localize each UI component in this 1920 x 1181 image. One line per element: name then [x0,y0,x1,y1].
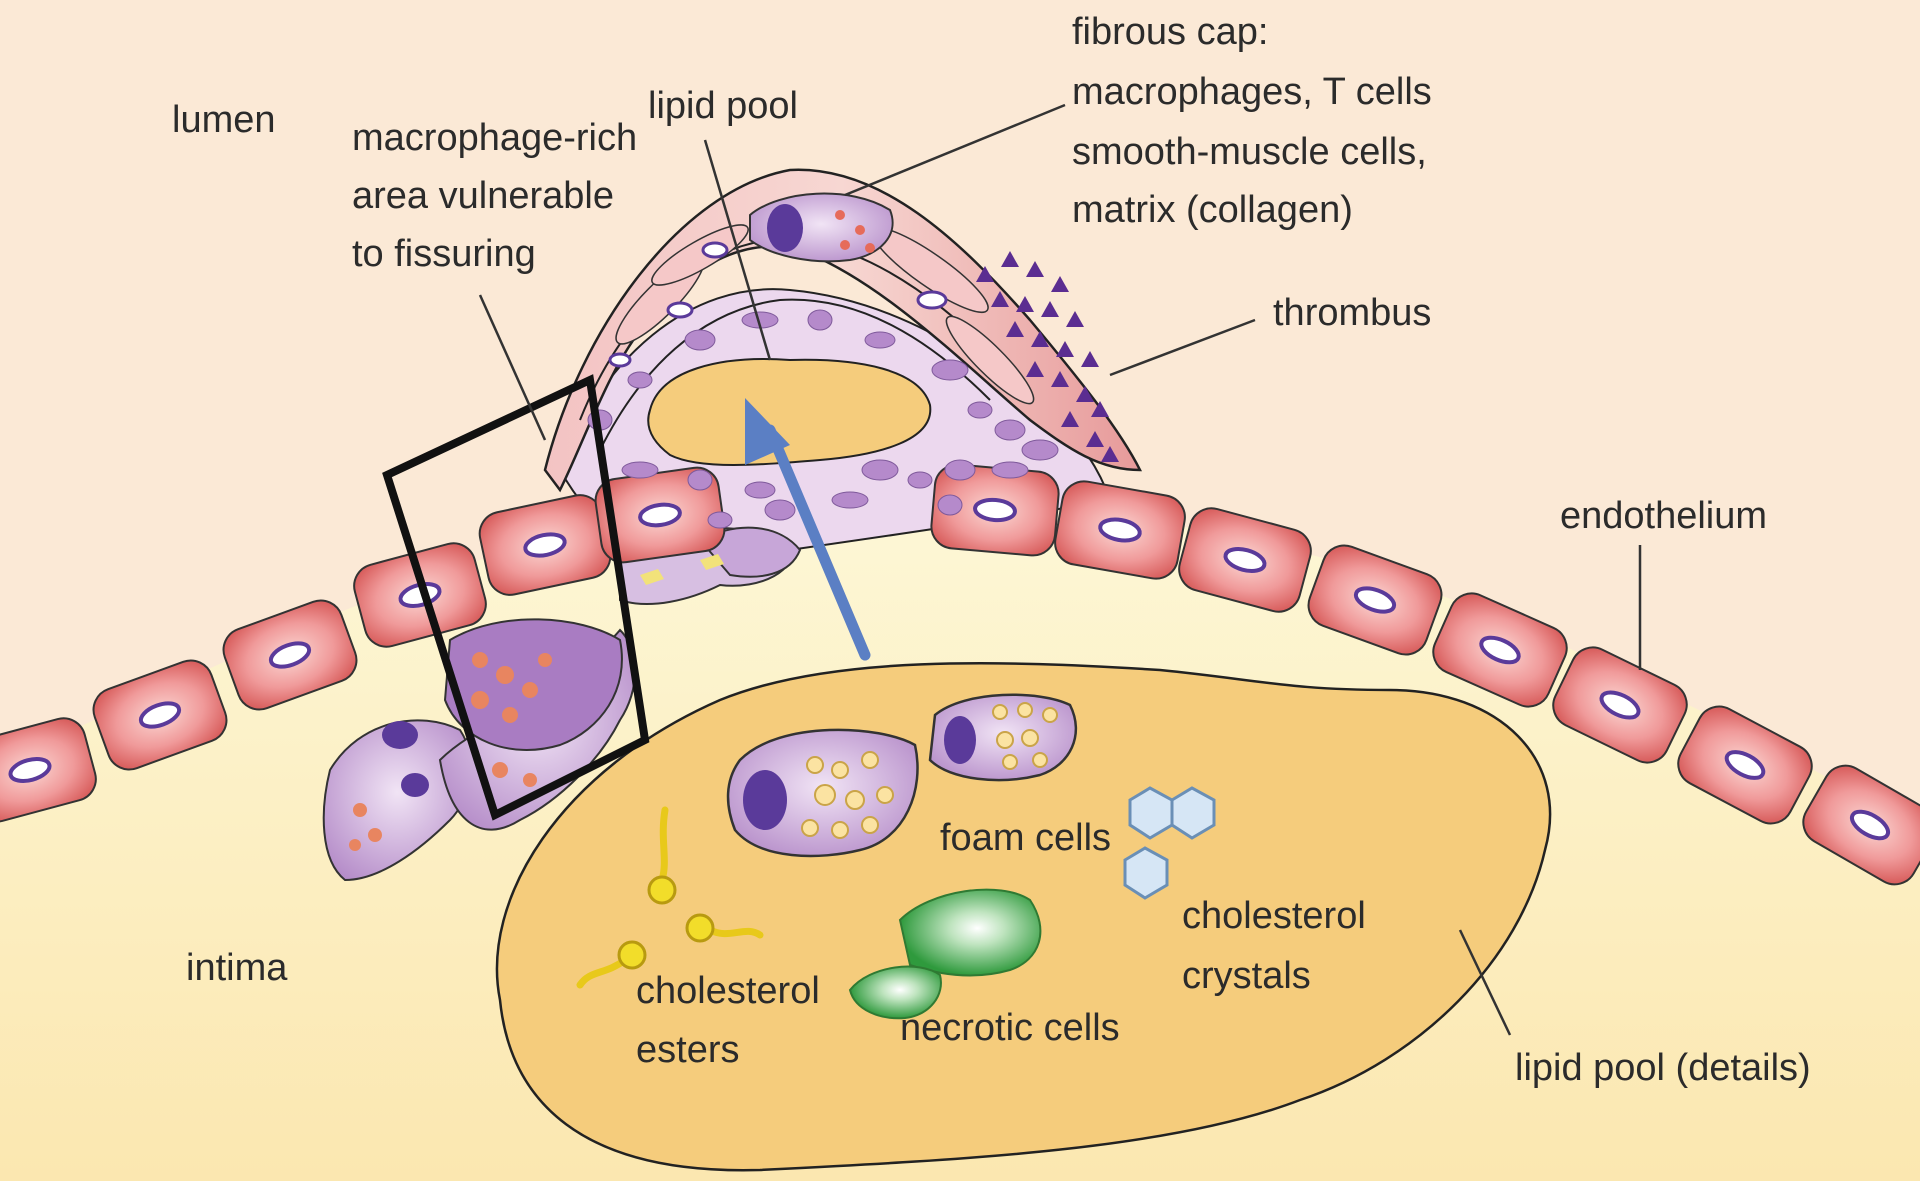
label-foam-cells: foam cells [940,817,1111,859]
label-lipid-pool: lipid pool [648,85,798,127]
plaque-cell [865,332,895,348]
plaque-cell [938,495,962,515]
plaque-cell [932,360,968,380]
label-endothelium: endothelium [1560,495,1767,537]
label-thrombus: thrombus [1273,292,1431,334]
plaque-cell [995,420,1025,440]
plaque-cell [622,462,658,478]
plaque-cell [765,500,795,520]
plaque-cell [832,492,868,508]
plaque-cell [908,472,932,488]
plaque-cell [688,470,712,490]
label-lumen: lumen [172,99,276,141]
label-necrotic-cells: necrotic cells [900,1007,1120,1049]
label-intima: intima [186,947,288,989]
plaque-cell [992,462,1028,478]
plaque-cell [968,402,992,418]
plaque-cell [708,512,732,528]
plaque-cell [1022,440,1058,460]
plaque-cell [945,460,975,480]
plaque-cell [685,330,715,350]
plaque-cell [808,310,832,330]
foam-cell [728,730,917,856]
foam-cell [930,695,1076,780]
plaque-cell [862,460,898,480]
plaque-cell [745,482,775,498]
label-lipid-pool-details: lipid pool (details) [1515,1047,1811,1089]
plaque-cell [628,372,652,388]
